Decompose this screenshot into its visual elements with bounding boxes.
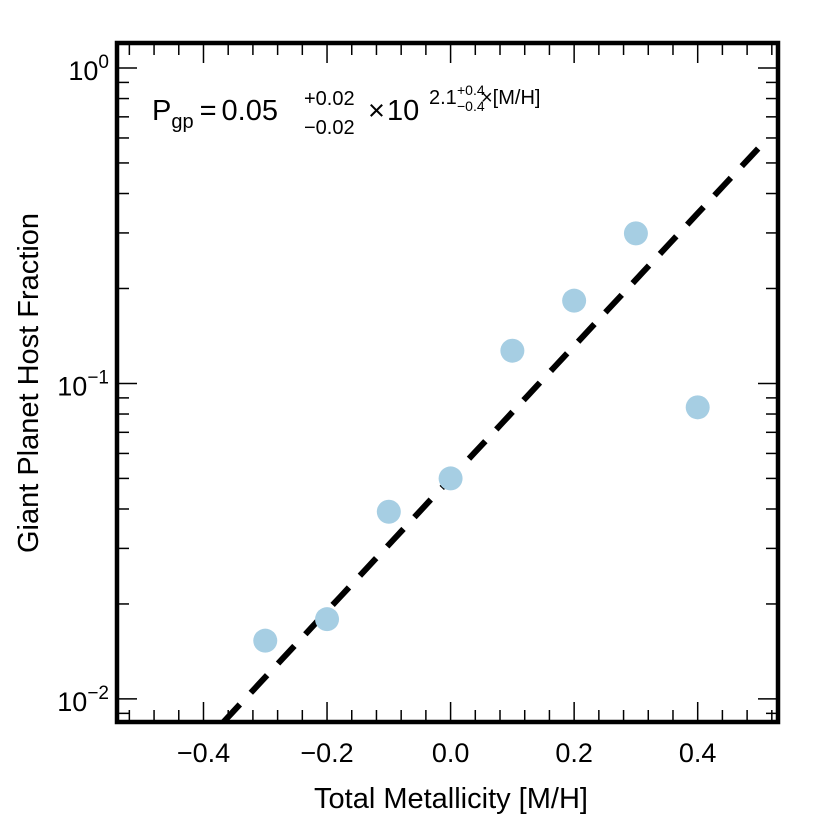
data-point <box>562 288 587 313</box>
x-tick-label: 0.4 <box>679 738 717 768</box>
data-points <box>253 221 710 653</box>
x-tick-label: 0.2 <box>555 738 593 768</box>
y-tick-label: 10−2 <box>57 683 109 717</box>
fit-line <box>221 145 762 722</box>
data-point <box>376 499 401 524</box>
svg-text:Pgp=0.05: Pgp =0.05 <box>152 95 278 133</box>
eq-amp-up: +0.02 <box>304 88 355 110</box>
data-point <box>685 395 710 420</box>
data-point <box>438 466 463 491</box>
eq-exp: 2.1 <box>429 87 457 109</box>
eq-ten: 10 <box>387 95 419 127</box>
eq-amp: 0.05 <box>222 95 278 127</box>
y-tick-label: 100 <box>68 52 109 86</box>
eq-exp-lo: −0.4 <box>457 98 485 114</box>
data-point <box>500 338 525 363</box>
data-point <box>623 221 648 246</box>
eq-p-sub: gp <box>171 111 193 133</box>
y-tick-label: 10−1 <box>57 367 109 401</box>
y-axis-label: Giant Planet Host Fraction <box>13 213 45 553</box>
fit-equation: Pgp =0.05 +0.02 −0.02 ×10 2.1 +0.4 −0.4 ×… <box>152 82 540 139</box>
ticks <box>117 43 778 722</box>
x-tick-labels: −0.4 −0.2 0.0 0.2 0.4 <box>177 738 717 768</box>
eq-p: P <box>152 95 171 127</box>
data-point <box>253 628 278 653</box>
x-axis-label: Total Metallicity [M/H] <box>314 783 588 815</box>
y-tick-labels: 10−2 10−1 100 <box>57 52 109 717</box>
x-tick-label: 0.0 <box>432 738 470 768</box>
x-tick-label: −0.2 <box>300 738 353 768</box>
eq-amp-lo: −0.02 <box>304 117 355 139</box>
eq-exp-tail: ×[M/H] <box>481 87 540 109</box>
eq-times: × <box>368 95 385 127</box>
x-tick-label: −0.4 <box>177 738 230 768</box>
data-point <box>315 607 340 632</box>
eq-exp-up: +0.4 <box>457 82 485 98</box>
plot-frame <box>114 40 781 725</box>
eq-equals: = <box>200 95 217 127</box>
svg-text:×10: ×10 <box>368 95 419 127</box>
